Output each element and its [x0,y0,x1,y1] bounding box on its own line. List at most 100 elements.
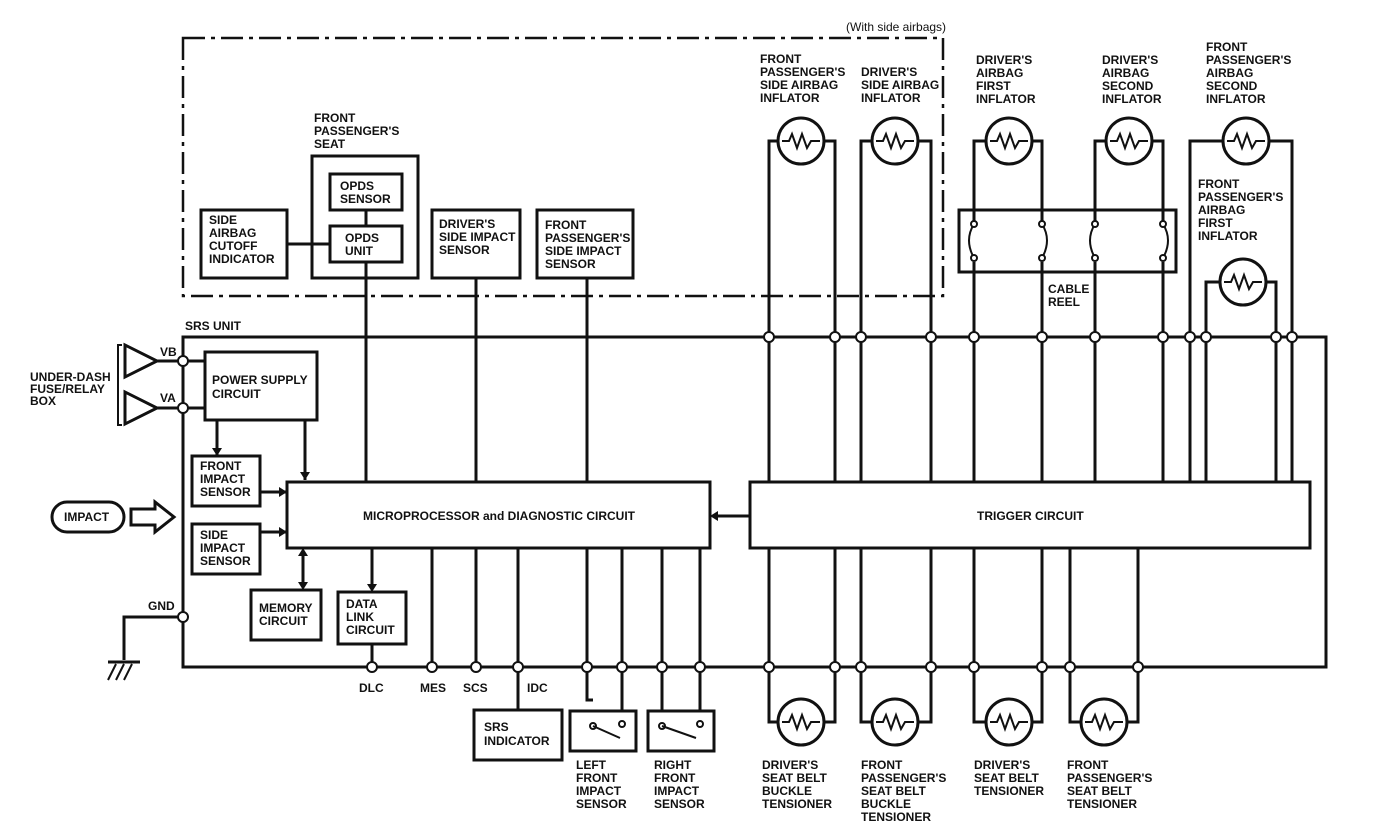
connector-node [366,661,378,673]
passenger-side-impact-sensor-box [535,208,635,280]
right-front-impact-switch-box [646,709,716,753]
front-passenger-seat-label: FRONT PASSENGER'S SEAT [314,111,399,151]
memory-circuit-box [249,588,323,642]
arrow-icon [298,548,308,556]
fuse-box-bracket [117,344,122,426]
dlc-label: DLC [359,681,384,695]
connector-node [1184,331,1196,343]
scs-label: SCS [463,681,488,695]
drv-tensioner-label: DRIVER'S SEAT BELT TENSIONER [974,758,1044,798]
connector-node [1200,331,1212,343]
svg-text:INFLATOR: INFLATOR [976,92,1036,106]
svg-text:FRONT: FRONT [576,771,618,785]
connector-node [1286,331,1298,343]
side-impact-sensor-box [190,522,262,576]
side-airbag-region [181,36,945,298]
power-supply-label: POWER SUPPLY [212,373,308,387]
connector-node [763,331,775,343]
arrow-icon [279,487,287,497]
fp-first-inflator-label: FRONT PASSENGER'S AIRBAG FIRST INFLATOR [1198,177,1283,243]
data-link-circuit-box [336,590,408,646]
memory-label: MEMORY [259,601,313,615]
switch-icon [661,725,697,739]
front-impact-label: FRONT [200,459,242,473]
svg-text:TENSIONER: TENSIONER [974,784,1044,798]
fp-second-inflator-label: FRONT PASSENGER'S AIRBAG SECOND INFLATOR [1206,40,1291,106]
svg-text:DRIVER'S: DRIVER'S [976,53,1032,67]
connector-node [829,331,841,343]
drivers-side-impact-label: DRIVER'S [439,217,495,231]
svg-text:DRIVER'S: DRIVER'S [762,758,818,772]
svg-text:PASSENGER'S: PASSENGER'S [1198,190,1283,204]
svg-text:FUSE/RELAY: FUSE/RELAY [30,382,105,396]
svg-text:REEL: REEL [1048,295,1080,309]
svg-text:INDICATOR: INDICATOR [484,734,550,748]
svg-text:INFLATOR: INFLATOR [1198,229,1258,243]
connector-node [581,661,593,673]
svg-text:IMPACT: IMPACT [200,541,246,555]
svg-text:SIDE IMPACT: SIDE IMPACT [439,230,516,244]
svg-text:SENSOR: SENSOR [200,554,251,568]
connector-node [1064,661,1076,673]
srs-indicator-label: SRS [484,720,509,734]
resistor-icon [782,712,820,732]
impact-arrow-icon [129,498,177,536]
drv-buckle-tensioner-label: DRIVER'S SEAT BELT BUCKLE TENSIONER [762,758,832,811]
connector-node [512,661,524,673]
connector-node [1157,331,1169,343]
microprocessor-box [285,480,712,550]
svg-text:SENSOR: SENSOR [576,797,627,811]
connector-node [855,661,867,673]
inflator-icon [984,697,1034,747]
cable-reel-contacts [964,220,1172,262]
vb-label: VB [160,345,177,359]
svg-text:SIDE IMPACT: SIDE IMPACT [545,244,622,258]
resistor-icon [1085,712,1123,732]
drv-first-inflator-label: DRIVER'S AIRBAG FIRST INFLATOR [976,53,1036,106]
arrow-icon [367,584,377,592]
connector-node [925,661,937,673]
svg-text:PASSENGER'S: PASSENGER'S [1206,53,1291,67]
vb-terminal-icon [123,342,161,380]
drv-second-inflator-label: DRIVER'S AIRBAG SECOND INFLATOR [1102,53,1162,106]
svg-text:SENSOR: SENSOR [340,192,391,206]
svg-text:FRONT: FRONT [1206,40,1248,54]
passenger-side-impact-label: FRONT [545,218,587,232]
svg-text:AIRBAG: AIRBAG [976,66,1023,80]
connector-node [1089,331,1101,343]
svg-text:SENSOR: SENSOR [200,485,251,499]
connector-node [829,661,841,673]
impact-label: IMPACT [64,510,110,524]
svg-text:FIRST: FIRST [1198,216,1233,230]
svg-text:SEAT BELT: SEAT BELT [861,784,927,798]
svg-text:CIRCUIT: CIRCUIT [259,614,308,628]
resistor-icon [1224,272,1262,292]
svg-text:DRIVER'S: DRIVER'S [974,758,1030,772]
connector-node [1132,661,1144,673]
connector-node [656,661,668,673]
svg-text:UNIT: UNIT [345,244,374,258]
svg-text:AIRBAG: AIRBAG [209,226,256,240]
inflator-icon [1104,116,1154,166]
front-impact-sensor-box [190,454,262,508]
opds-unit-label: OPDS [345,231,379,245]
inflator-icon [1218,257,1268,307]
resistor-icon [782,131,820,151]
svg-text:TENSIONER: TENSIONER [1067,797,1137,811]
resistor-icon [990,712,1028,732]
fp-buckle-tensioner-label: FRONT PASSENGER'S SEAT BELT BUCKLE TENSI… [861,758,946,824]
inflator-icon [776,116,826,166]
side-impact-label: SIDE [200,528,228,542]
svg-text:SIDE AIRBAG: SIDE AIRBAG [861,78,939,92]
svg-text:FRONT: FRONT [861,758,903,772]
svg-text:SEAT BELT: SEAT BELT [974,771,1040,785]
svg-text:BOX: BOX [30,394,56,408]
arrow-icon [710,511,718,521]
inflator-icon [984,116,1034,166]
svg-text:FRONT: FRONT [314,111,356,125]
svg-text:IMPACT: IMPACT [576,784,622,798]
drv-side-inflator-label: DRIVER'S SIDE AIRBAG INFLATOR [861,65,939,105]
svg-text:INFLATOR: INFLATOR [861,91,921,105]
svg-text:CIRCUIT: CIRCUIT [346,623,395,637]
